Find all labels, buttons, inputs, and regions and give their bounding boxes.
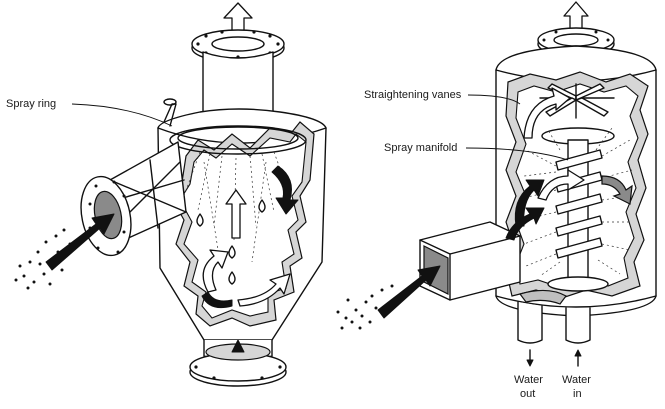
- bottom-flange-left: [189, 339, 287, 387]
- water-in-arrow: [574, 349, 582, 367]
- label-straightening-vanes: Straightening vanes: [364, 89, 462, 101]
- leader-spray-manifold: [465, 147, 569, 161]
- swirl-arrows-right: [514, 87, 633, 227]
- label-spray-ring: Spray ring: [6, 98, 56, 110]
- spray-tower: Straightening vanes Spray manifold Water…: [336, 1, 657, 400]
- droplets-left: [196, 199, 266, 285]
- straightening-vanes: [539, 83, 615, 119]
- particle-inlet-right: [336, 265, 441, 330]
- label-water-out-line2: out: [520, 388, 535, 400]
- swirl-arrows-left: [201, 165, 299, 309]
- label-water-in-line1: Water: [562, 374, 591, 386]
- drain-pipes: [517, 289, 591, 344]
- water-out-arrow: [526, 349, 534, 367]
- leader-spray-ring: [71, 103, 173, 127]
- label-water-out-line1: Water: [514, 374, 543, 386]
- cyclone-scrubber: Spray ring: [6, 2, 327, 387]
- spray-ring: [163, 98, 307, 155]
- particle-inlet-left: [14, 213, 115, 290]
- leader-straightening-vanes: [467, 94, 521, 105]
- label-spray-manifold: Spray manifold: [384, 142, 457, 154]
- label-water-in-line2: in: [573, 388, 582, 400]
